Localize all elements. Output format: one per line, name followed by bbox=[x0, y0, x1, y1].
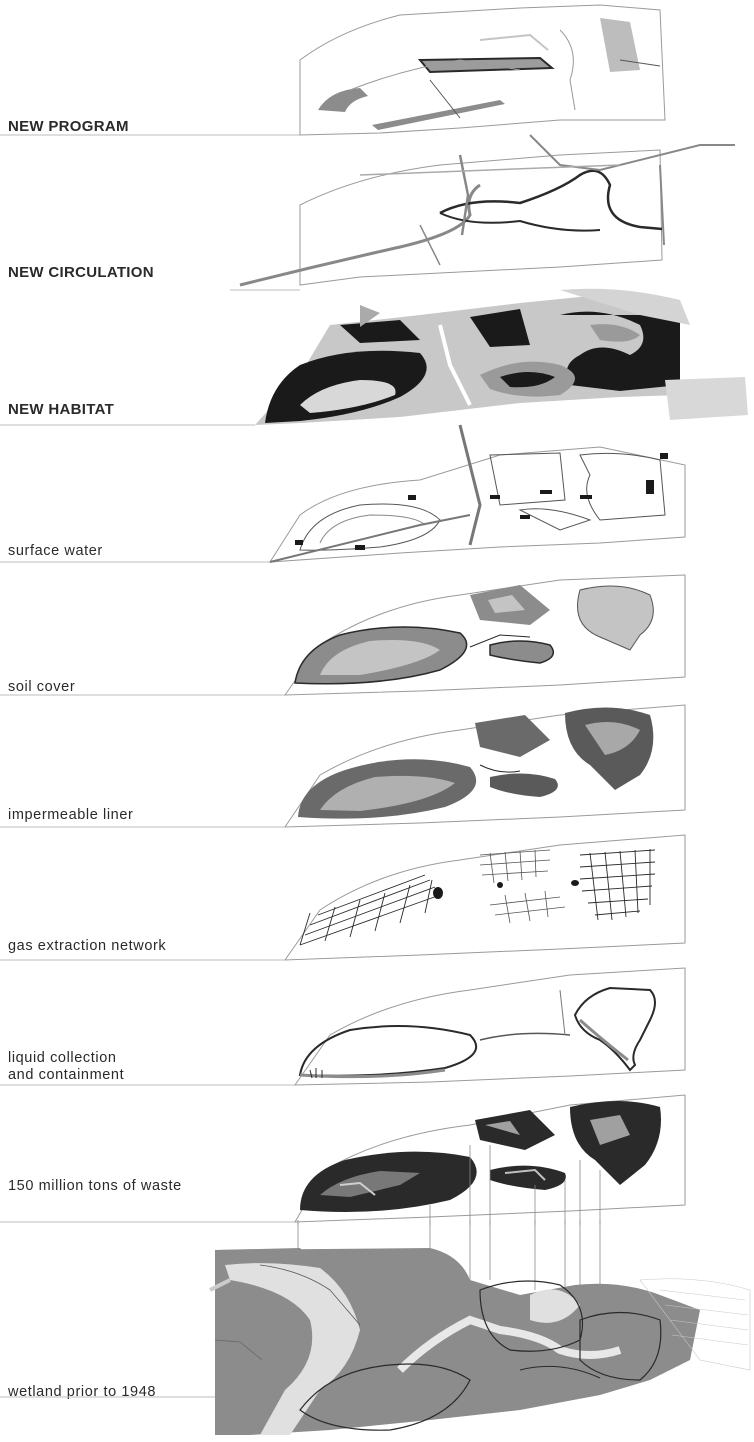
layer-soil-cover-map bbox=[0, 565, 754, 700]
layer-wetland-map bbox=[0, 1220, 754, 1442]
layer-new-habitat-map bbox=[0, 285, 754, 430]
layer-gas-extraction-network-map bbox=[0, 825, 754, 965]
layer-waste-map bbox=[0, 1085, 754, 1225]
layer-new-circulation-map bbox=[0, 135, 754, 295]
layer-impermeable-liner-map bbox=[0, 695, 754, 835]
layer-liquid-collection-map bbox=[0, 960, 754, 1090]
layer-new-program-map bbox=[0, 0, 754, 140]
layer-surface-water-map bbox=[0, 425, 754, 565]
